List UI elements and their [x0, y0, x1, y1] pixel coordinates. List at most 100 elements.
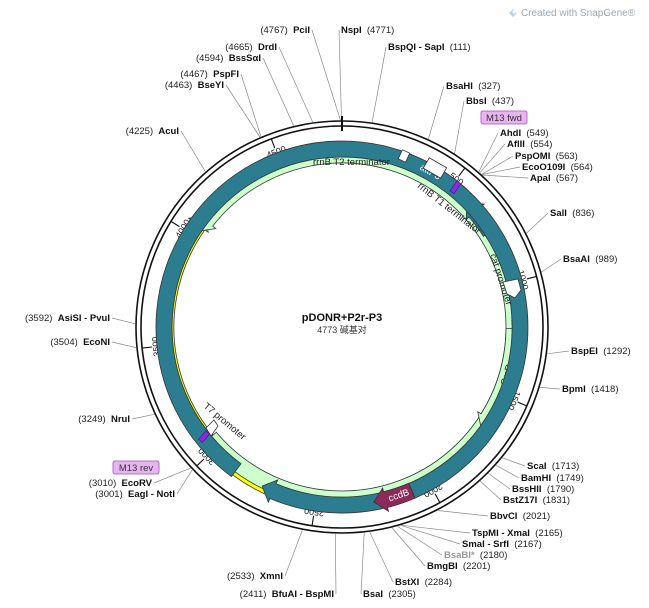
enzyme-label-bsshii[interactable]: BssHII (1790): [512, 484, 574, 495]
feature-arrow-attp3[interactable]: [155, 140, 529, 514]
enzyme-label-bsss-i[interactable]: (4594) BssSαI: [196, 53, 261, 64]
plasmid-size: 4773 碱基对: [317, 324, 367, 335]
enzyme-position: (3592): [25, 313, 52, 324]
enzyme-name: ApaI: [530, 173, 551, 184]
enzyme-label-bsaai[interactable]: BsaAI (989): [563, 254, 617, 265]
enzyme-position: (4767): [260, 25, 287, 36]
primer-m13-rev[interactable]: M13 rev: [112, 460, 160, 475]
enzyme-label-pcii[interactable]: (4767) PciI: [260, 25, 310, 36]
enzyme-name: SmaI - SrfI: [462, 539, 509, 550]
enzyme-position: (1292): [603, 346, 630, 357]
feature-label-rrnb-t2: rrnB T2 terminator: [313, 157, 390, 168]
enzyme-line-acui: [180, 130, 206, 172]
enzyme-label-ahdi[interactable]: AhdI (549): [500, 128, 549, 139]
enzyme-line-bamhi: [495, 464, 520, 479]
enzyme-label-ecoo109i[interactable]: EcoO109I (564): [522, 162, 593, 173]
enzyme-line-bstz17i: [479, 480, 502, 501]
enzyme-line-bstxi: [369, 531, 394, 583]
enzyme-label-bstz17i[interactable]: BstZ17I (1831): [503, 495, 570, 506]
enzyme-label-asisi-pvui[interactable]: (3592) AsiSI - PvuI: [25, 313, 110, 324]
watermark-text: Created with SnapGene®: [521, 8, 636, 19]
enzyme-label-eagi-noti[interactable]: (3001) EagI - NotI: [95, 489, 175, 500]
enzyme-label-bbvci[interactable]: BbvCI (2021): [490, 511, 550, 522]
enzyme-line-bspqi-sapi: [371, 46, 387, 123]
enzyme-position: (4665): [225, 42, 252, 53]
enzyme-position: (2180): [480, 550, 507, 561]
enzyme-position: (567): [556, 173, 578, 184]
enzyme-label-bmgbi[interactable]: BmgBI (2201): [427, 561, 490, 572]
enzyme-label-aflii[interactable]: AflII (554): [507, 139, 552, 150]
enzyme-label-nspi[interactable]: NspI (4771): [341, 25, 394, 36]
tick-mark-4500: [270, 138, 276, 149]
enzyme-name: DrdI: [258, 42, 277, 53]
enzyme-label-ecorv[interactable]: (3010) EcoRV: [89, 478, 153, 489]
feature-arrow-ccdb[interactable]: [373, 482, 416, 513]
enzyme-label-bsahi[interactable]: BsaHI (327): [446, 81, 500, 92]
enzyme-name: BsaAI: [563, 254, 590, 265]
enzyme-position: (1713): [552, 461, 579, 472]
tick-mark-4000: [170, 220, 180, 228]
enzyme-label-pspfi[interactable]: (4467) PspFI: [180, 69, 239, 80]
tick-mark-1500: [517, 401, 528, 407]
enzyme-labels: (4767) PciI NspI (4771) (4665) DrdI(4594) …: [25, 25, 631, 600]
enzyme-name: BbsI: [466, 96, 487, 107]
enzyme-name: NruI: [111, 414, 130, 425]
tick-mark-1000: [526, 275, 537, 280]
enzyme-position: (563): [556, 151, 578, 162]
enzyme-position: (4771): [367, 25, 394, 36]
enzyme-label-pspomi[interactable]: PspOMI (563): [515, 151, 578, 162]
enzyme-label-tspmi-xmai[interactable]: TspMI - XmaI (2165): [472, 528, 563, 539]
enzyme-label-xmni[interactable]: (2533) XmnI: [227, 571, 283, 582]
enzyme-name: PciI: [293, 25, 310, 36]
enzyme-label-bsabi[interactable]: BsaBI* (2180): [444, 550, 507, 561]
enzyme-label-scai[interactable]: ScaI (1713): [527, 461, 579, 472]
enzyme-name: BssSαI: [229, 53, 261, 64]
enzyme-label-bsai[interactable]: BsaI (2305): [363, 589, 416, 600]
enzyme-position: (2305): [388, 589, 415, 600]
enzyme-label-acui[interactable]: (4225) AcuI: [126, 126, 179, 137]
enzyme-position: (2411): [240, 589, 267, 600]
enzyme-label-sali[interactable]: SalI (836): [550, 208, 594, 219]
enzyme-name: AhdI: [500, 128, 521, 139]
enzyme-name: BsaI: [363, 589, 383, 600]
enzyme-position: (3010): [89, 478, 116, 489]
enzyme-label-econi[interactable]: (3504) EcoNI: [50, 337, 110, 348]
enzyme-line-sali: [526, 212, 549, 234]
enzyme-label-bstxi[interactable]: BstXI (2284): [395, 577, 452, 588]
tick-mark-3000: [196, 458, 205, 467]
snapgene-logo-icon: [509, 9, 517, 17]
primer-m13-fwd-label: M13 fwd: [486, 113, 522, 124]
t7-promoter-arrow: [205, 419, 219, 437]
marker-purple-right: [449, 180, 462, 194]
enzyme-label-bspqi-sapi[interactable]: BspQI - SapI (111): [388, 42, 471, 53]
feature-arrows: oriKanRCmRattP2attP3ccdB: [155, 140, 529, 514]
cat-promoter-arrow: [502, 278, 522, 299]
enzyme-name: BsaHI: [446, 81, 473, 92]
enzyme-label-bpmi[interactable]: BpmI (1418): [562, 384, 619, 395]
enzyme-label-nrui[interactable]: (3249) NruI: [78, 414, 130, 425]
enzyme-position: (1790): [547, 484, 574, 495]
enzyme-label-bamhi[interactable]: BamHI (1749): [521, 473, 584, 484]
enzyme-label-drdi[interactable]: (4665) DrdI: [225, 42, 277, 53]
enzyme-name: ScaI: [527, 461, 547, 472]
enzyme-position: (554): [530, 139, 552, 150]
enzyme-label-smai-srfi[interactable]: SmaI - SrfI (2167): [462, 539, 542, 550]
enzyme-position: (2533): [227, 571, 254, 582]
enzyme-position: (989): [595, 254, 617, 265]
enzyme-name: BamHI: [521, 473, 551, 484]
enzyme-line-eagi-noti: [176, 469, 193, 495]
enzyme-line-bsai: [360, 532, 365, 595]
enzyme-label-bbsi[interactable]: BbsI (437): [466, 96, 514, 107]
enzyme-label-bseyi[interactable]: (4463) BseYI: [165, 80, 224, 91]
enzyme-label-bfuai-bspmi[interactable]: (2411) BfuAI - BspMI: [240, 589, 334, 600]
enzyme-label-apai[interactable]: ApaI (567): [530, 173, 578, 184]
enzyme-name: NspI: [341, 25, 362, 36]
enzyme-line-scai: [502, 457, 526, 467]
tick-mark-2500: [311, 515, 315, 526]
enzyme-label-bspei[interactable]: BspEI (1292): [571, 346, 631, 357]
enzyme-position: (4467): [180, 69, 207, 80]
enzyme-line-xmni: [284, 530, 303, 577]
primer-m13-fwd[interactable]: M13 fwd: [480, 110, 528, 125]
tick-mark-2000: [434, 493, 441, 503]
enzyme-position: (3249): [78, 414, 105, 425]
